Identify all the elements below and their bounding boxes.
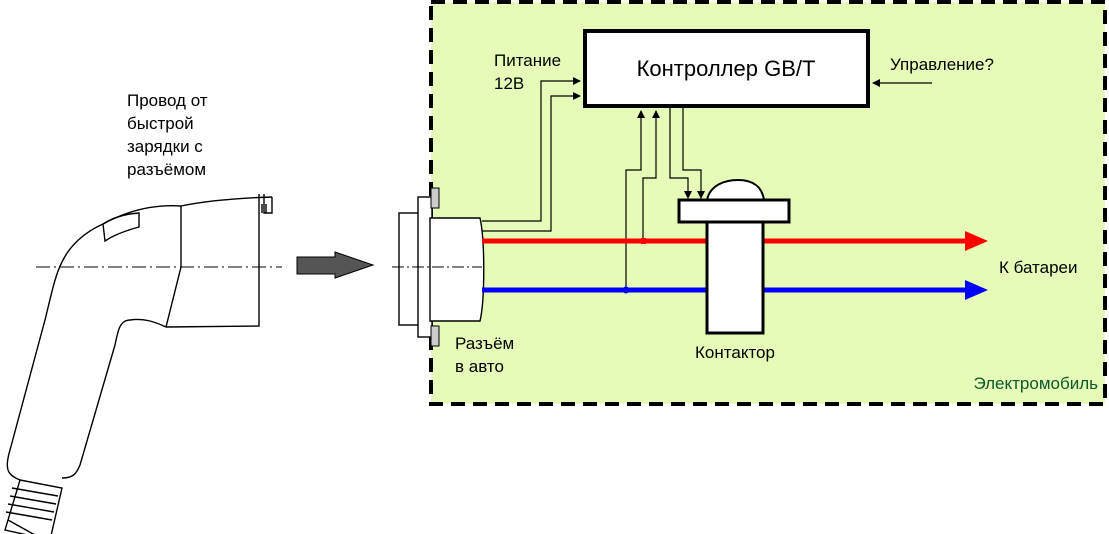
power-label-line-2: 12В [494,74,524,93]
power-label-line-1: Питание [494,51,561,70]
voltage-sense-wires [625,110,660,291]
contactor-label: Контактор [695,343,775,362]
contactor-icon [677,178,791,335]
contactor-drive-wires [669,108,705,199]
plug-label-line-4: разъёмом [127,160,206,179]
control-input-label: Управление? [890,55,994,74]
plug-label-line-2: быстрой [127,114,194,133]
vehicle-inlet-icon [392,187,485,347]
positive-arrow-icon [965,231,988,251]
battery-label: К батареи [999,258,1078,277]
negative-arrow-icon [965,280,988,300]
charging-plug-icon [4,194,282,534]
power-12v-wires [482,77,581,232]
vehicle-zone-label: Электромобиль [973,374,1098,393]
negative-power-line [482,280,988,300]
plug-label-line-3: зарядки с [127,137,203,156]
inlet-label-line-1: Разъём [455,334,514,353]
plug-label-line-1: Провод от [127,91,208,110]
controller-label: Контроллер GB/T [637,56,816,81]
insert-arrow-icon [296,251,375,279]
inlet-label-line-2: в авто [455,357,504,376]
controller-block: Контроллер GB/T [583,29,870,108]
positive-power-line [482,231,988,251]
